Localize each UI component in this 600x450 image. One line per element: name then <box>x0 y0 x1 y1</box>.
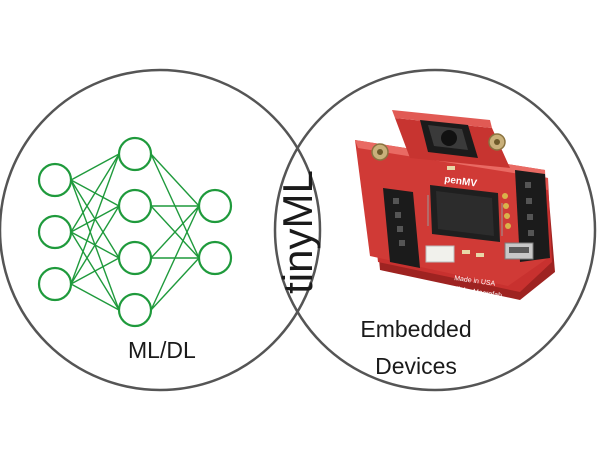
network-edge <box>70 153 120 181</box>
network-node <box>37 266 73 302</box>
network-node <box>37 214 73 250</box>
network-node <box>117 188 153 224</box>
ml-dl-circle <box>0 68 322 392</box>
network-edge <box>150 257 200 311</box>
network-edge <box>70 283 120 311</box>
board-brand-text: penMV <box>444 174 478 190</box>
network-node <box>117 240 153 276</box>
network-node <box>197 188 233 224</box>
ml-dl-label: ML/DL <box>128 337 196 363</box>
network-edge <box>150 153 200 207</box>
network-node <box>117 136 153 172</box>
network-node <box>197 240 233 276</box>
tinyml-label: tinyML <box>274 170 321 294</box>
network-edge <box>70 153 120 285</box>
neural-network-icon <box>37 136 233 328</box>
openmv-board-image: penMV Made in USA Built by Macrofab <box>355 110 555 300</box>
network-node <box>37 162 73 198</box>
network-edge <box>150 205 200 259</box>
network-edge <box>150 205 200 311</box>
embedded-label-line1: Embedded <box>360 316 471 342</box>
network-edge <box>70 257 120 285</box>
embedded-devices-circle <box>273 68 597 392</box>
network-edge <box>70 205 120 285</box>
network-node <box>117 292 153 328</box>
embedded-label-line2: Devices <box>375 353 457 379</box>
network-edge <box>70 153 120 233</box>
